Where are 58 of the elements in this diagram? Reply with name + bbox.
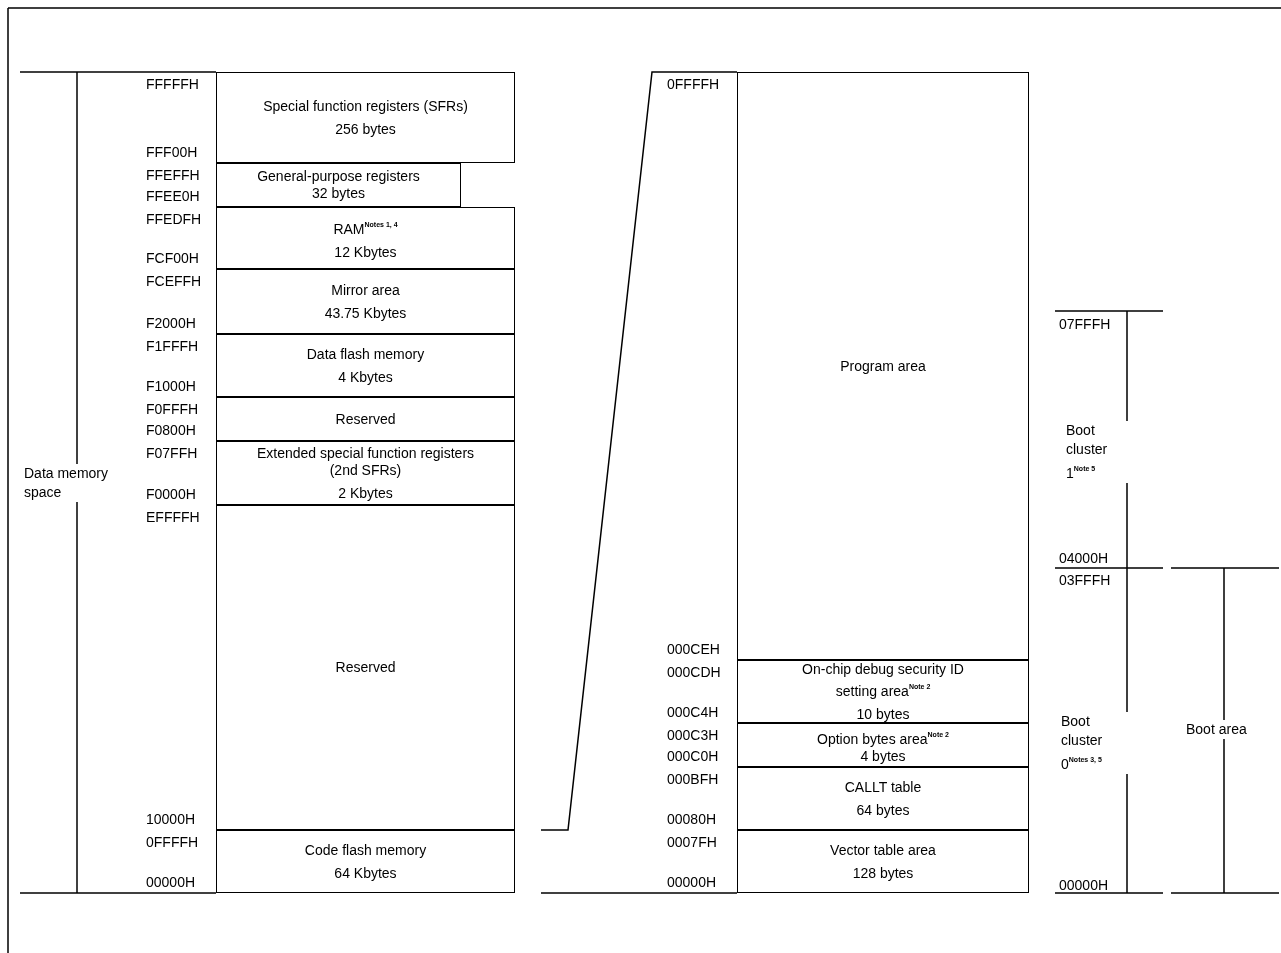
address-label: 00080H xyxy=(667,811,717,827)
address-label: FFFFFH xyxy=(146,76,199,92)
address-label: 000C0H xyxy=(667,748,719,764)
address-label: F0FFFH xyxy=(146,401,199,417)
address-label: 00000H xyxy=(146,874,196,890)
address-label: F1FFFH xyxy=(146,338,199,354)
address-label: F0000H xyxy=(146,486,196,502)
address-label: 0FFFFH xyxy=(146,834,199,850)
address-label: 000CDH xyxy=(667,664,721,680)
address-label: FFEE0H xyxy=(146,188,200,204)
region-size: 4 bytes xyxy=(860,747,906,765)
address-label: F07FFH xyxy=(146,445,198,461)
region-name: Reserved xyxy=(335,410,396,428)
region-size: 2 Kbytes xyxy=(338,484,393,502)
address-label: FFEDFH xyxy=(146,211,202,227)
region-name: Mirror area xyxy=(331,281,400,299)
address-label: 00000H xyxy=(1059,876,1109,895)
region-size: 12 Kbytes xyxy=(334,243,397,261)
address-label: F1000H xyxy=(146,378,196,394)
region-name: Special function registers (SFRs) xyxy=(263,97,468,115)
region-size: 4 Kbytes xyxy=(338,368,393,386)
address-label: FCF00H xyxy=(146,250,199,266)
region-name: On-chip debug security ID setting area$^{Note 2}$ xyxy=(801,660,965,700)
bracket-label: Boot area xyxy=(1186,720,1247,739)
address-label: 0007FH xyxy=(667,834,717,850)
address-label: F2000H xyxy=(146,315,196,331)
region-size: 64 bytes xyxy=(856,801,910,819)
address-label: EFFFFH xyxy=(146,509,200,525)
region-name: Code flash memory xyxy=(304,841,427,859)
region-size: 128 bytes xyxy=(852,864,914,882)
address-label: 000CEH xyxy=(667,641,720,657)
address-label: 000C4H xyxy=(667,704,719,720)
region-name: Data flash memory xyxy=(306,345,425,363)
address-label: FFF00H xyxy=(146,144,198,160)
region-name: General-purpose registers xyxy=(257,168,420,185)
address-label: 00000H xyxy=(667,874,717,890)
address-label: F0800H xyxy=(146,422,196,438)
address-label: FFEFFH xyxy=(146,167,200,183)
address-label: 03FFFH xyxy=(1059,571,1111,590)
region-size: 43.75 Kbytes xyxy=(324,304,407,322)
address-label: 000C3H xyxy=(667,727,719,743)
region-size: 64 Kbytes xyxy=(334,864,397,882)
address-label: FCEFFH xyxy=(146,273,202,289)
region-name: Reserved xyxy=(335,659,396,676)
address-label: 0FFFFH xyxy=(667,76,720,92)
address-label: 04000H xyxy=(1059,549,1109,568)
region-name: Vector table area xyxy=(830,841,936,859)
region-size: 10 bytes xyxy=(856,705,910,723)
region-size: 256 bytes xyxy=(335,120,396,138)
region-name: Extended special function registers (2nd SFRs) xyxy=(255,444,476,479)
region-name: RAM$^{Notes 1, 4}$ xyxy=(333,219,398,238)
region-name: Program area xyxy=(840,357,926,375)
address-label: 000BFH xyxy=(667,771,719,787)
region-name: CALLT table xyxy=(844,778,922,796)
address-label: 10000H xyxy=(146,811,196,827)
region-size: 32 bytes xyxy=(312,185,365,202)
region-name: Option bytes area$^{Note 2}$ xyxy=(817,729,949,748)
address-label: 07FFFH xyxy=(1059,315,1111,334)
